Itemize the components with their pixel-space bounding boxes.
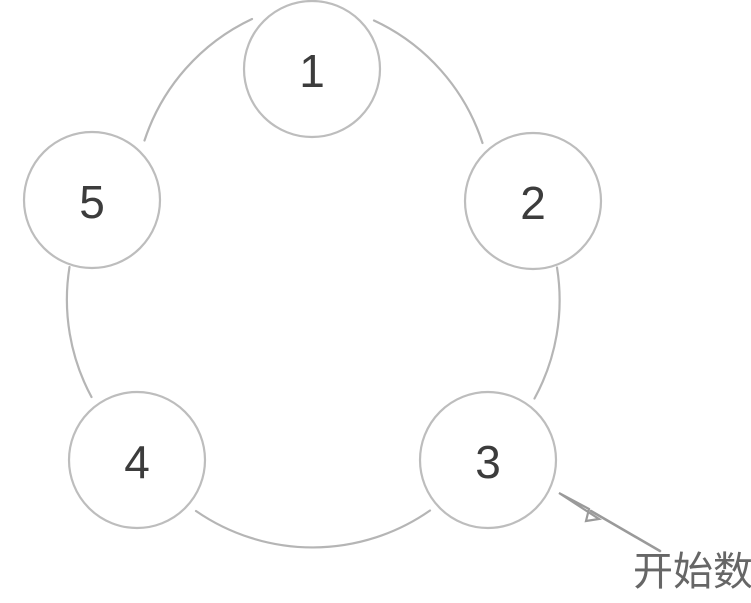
node-2-circle[interactable]	[463, 131, 603, 271]
node-4-label: 4	[124, 436, 150, 488]
node-1-label: 1	[299, 45, 325, 97]
node-4[interactable]: 4	[67, 390, 207, 530]
annotation-pointer	[558, 492, 662, 553]
node-5-label: 5	[79, 176, 105, 228]
node-5-circle[interactable]	[22, 130, 162, 270]
node-2[interactable]: 2	[463, 131, 603, 271]
pointer-shaft	[589, 509, 662, 553]
node-2-label: 2	[520, 177, 546, 229]
edge-3-to-4	[194, 509, 432, 549]
pointer-arrowhead-icon	[558, 492, 603, 523]
edge-4-to-5	[65, 265, 93, 399]
node-3[interactable]: 3	[418, 390, 558, 530]
node-5[interactable]: 5	[22, 130, 162, 270]
edge-2-to-3	[533, 266, 561, 400]
node-3-label: 3	[475, 436, 501, 488]
ring-edges	[65, 17, 561, 549]
edge-1-to-2	[372, 19, 484, 145]
node-1-circle[interactable]	[242, 0, 382, 139]
node-3-circle[interactable]	[418, 390, 558, 530]
node-1[interactable]: 1	[242, 0, 382, 139]
annotation-label: 开始数	[633, 550, 751, 594]
node-4-circle[interactable]	[67, 390, 207, 530]
ring-nodes: 1 2 3 4 5	[22, 0, 603, 530]
edge-5-to-1	[143, 17, 254, 142]
